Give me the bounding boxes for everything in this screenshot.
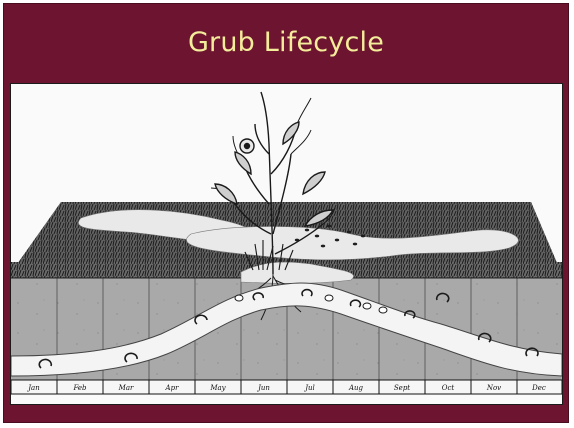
month-label-jan: Jan <box>26 384 40 392</box>
month-label-dec: Dec <box>531 384 546 392</box>
month-label-sept: Sept <box>394 384 410 392</box>
lifecycle-illustration: Jan Feb Mar Apr May Jun Jul Aug Sept Oct… <box>10 83 563 405</box>
month-label-nov: Nov <box>486 384 501 392</box>
month-label-apr: Apr <box>165 384 180 392</box>
month-label-jul: Jul <box>303 384 315 392</box>
month-label-jun: Jun <box>256 384 270 392</box>
slide-title: Grub Lifecycle <box>3 27 569 58</box>
month-label-oct: Oct <box>442 384 455 392</box>
month-label-mar: Mar <box>118 384 134 392</box>
month-label-may: May <box>209 384 226 392</box>
month-label-feb: Feb <box>72 384 87 392</box>
month-strip: Jan Feb Mar Apr May Jun Jul Aug Sept Oct… <box>11 380 562 394</box>
month-label-aug: Aug <box>348 384 364 392</box>
slide: Grub Lifecycle <box>3 3 569 423</box>
